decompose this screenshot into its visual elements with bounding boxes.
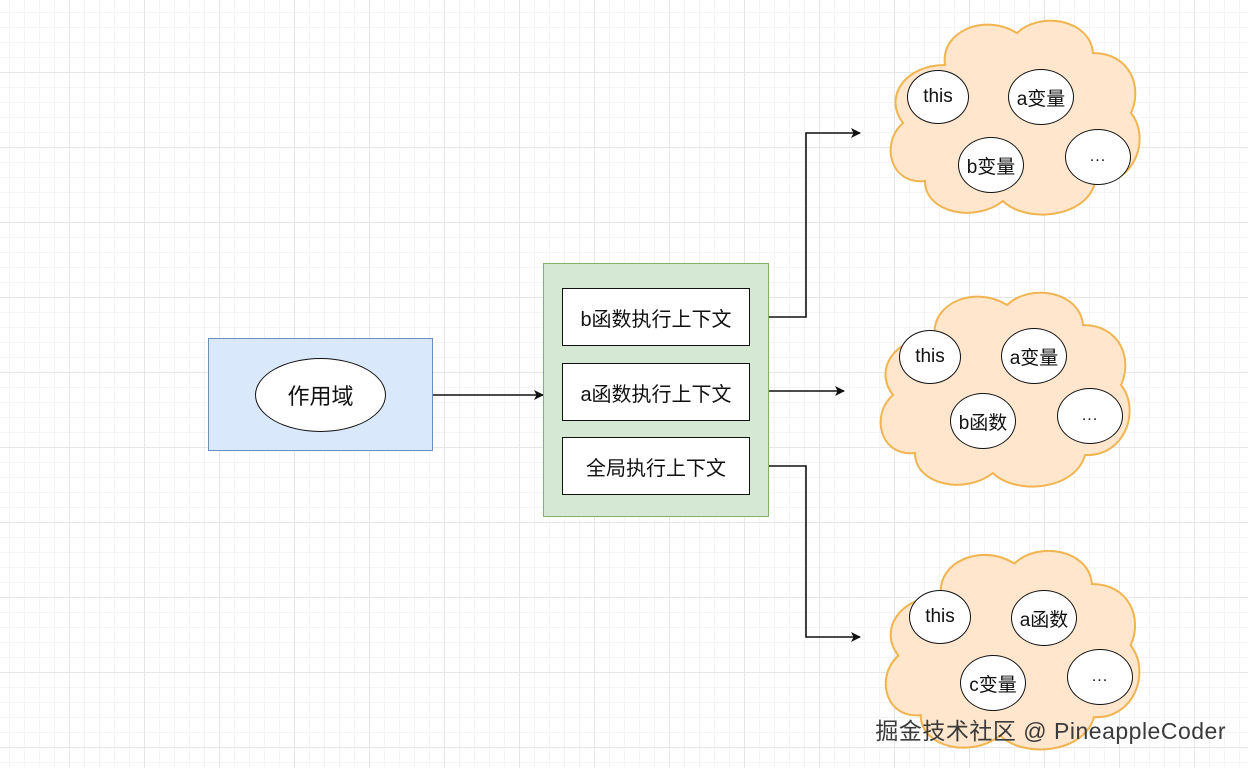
cloud-shape: [879, 291, 1131, 488]
cloud-item: b变量: [958, 137, 1024, 193]
variable-environment-cloud-b: this a变量 b变量 ...: [885, 13, 1150, 218]
global-context-label: 全局执行上下文: [586, 457, 726, 480]
a-function-context-label: a函数执行上下文: [580, 383, 732, 406]
edge-b-context-to-cloud: [750, 128, 861, 318]
cloud-item: ...: [1065, 129, 1131, 185]
edge-global-context-to-cloud: [750, 465, 861, 642]
cloud-item: ...: [1067, 649, 1133, 705]
cloud-item: b函数: [950, 393, 1016, 449]
cloud-item: a函数: [1011, 590, 1077, 646]
scope-label: 作用域: [287, 384, 354, 409]
cloud-item: this: [907, 70, 969, 124]
watermark: 掘金技术社区 @ PineappleCoder: [875, 718, 1226, 744]
b-function-context: b函数执行上下文: [562, 288, 750, 346]
cloud-item: a变量: [1008, 69, 1074, 125]
variable-environment-cloud-a: this a变量 b函数 ...: [875, 285, 1140, 490]
cloud-item: c变量: [960, 655, 1026, 711]
cloud-item: a变量: [1001, 328, 1067, 384]
a-function-context: a函数执行上下文: [562, 363, 750, 421]
variable-environment-cloud-global: this a函数 c变量 ...: [880, 543, 1150, 753]
cloud-item: this: [909, 590, 971, 644]
global-context: 全局执行上下文: [562, 437, 750, 495]
cloud-item: this: [899, 330, 961, 384]
scope-node: 作用域: [255, 358, 386, 432]
cloud-item: ...: [1057, 388, 1123, 444]
b-function-context-label: b函数执行上下文: [580, 308, 732, 331]
